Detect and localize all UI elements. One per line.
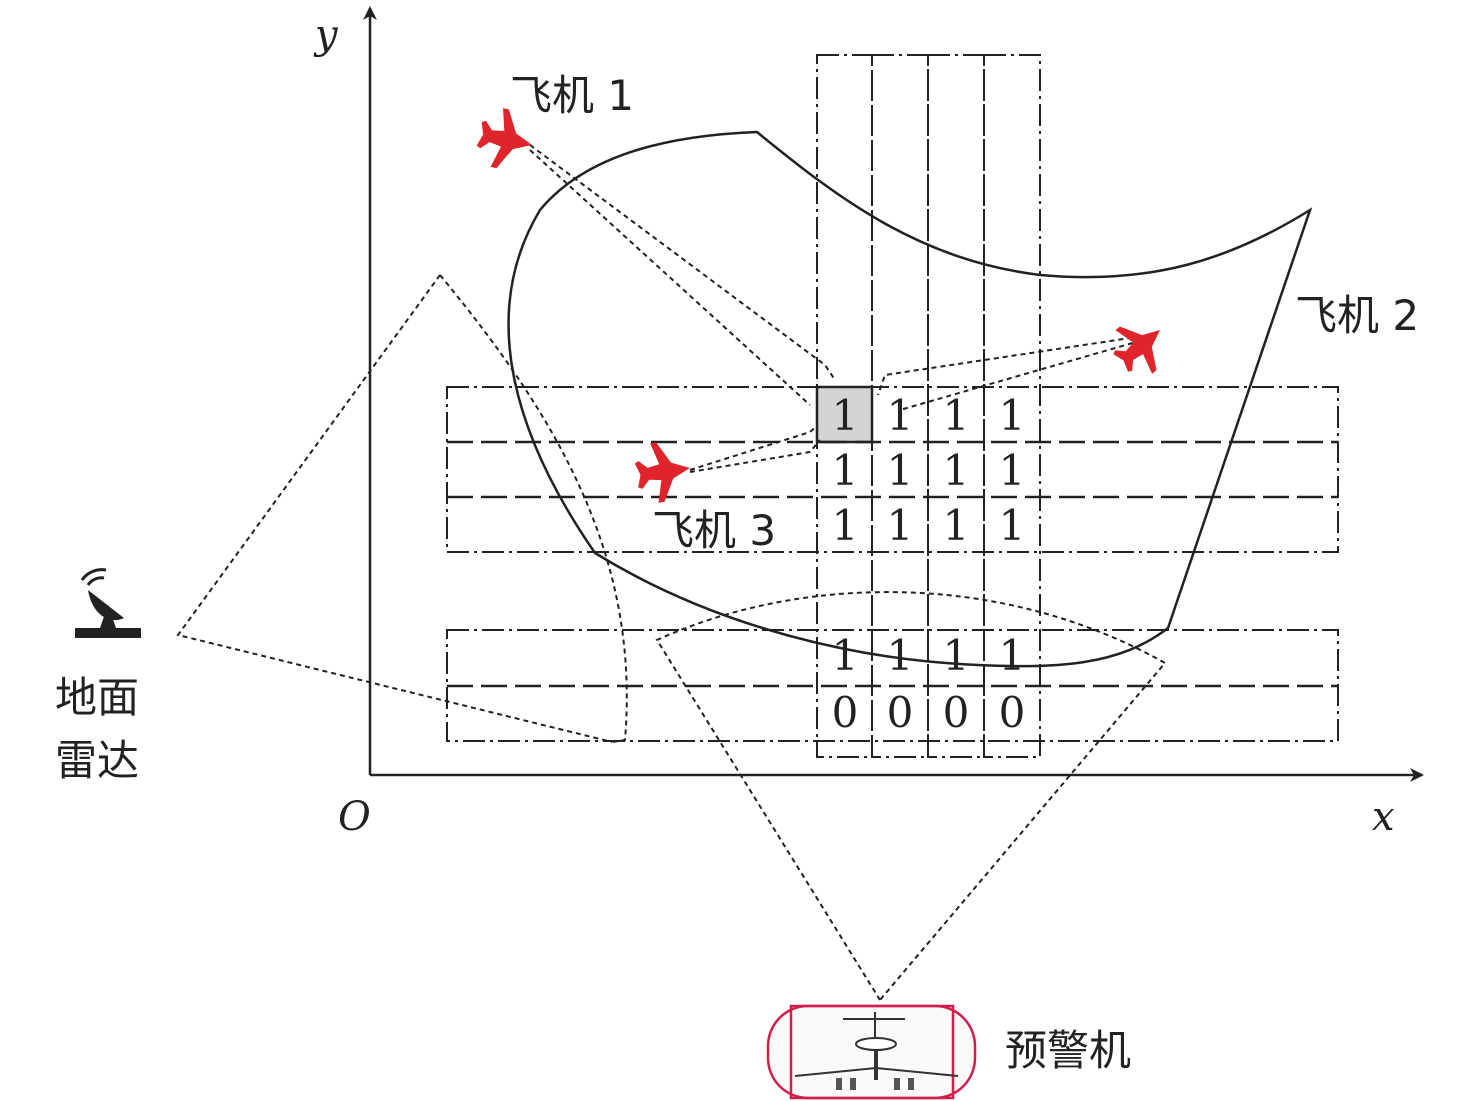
aircraft-2-icon bbox=[1102, 308, 1179, 385]
grid-columns bbox=[816, 54, 1041, 758]
grid-cell-value: 0 bbox=[999, 688, 1026, 737]
aircraft-3-icon bbox=[632, 438, 695, 506]
radar-dish-icon bbox=[75, 568, 141, 638]
grid-cell-value: 1 bbox=[887, 501, 914, 550]
awacs-coverage bbox=[655, 591, 1167, 1001]
ground-radar-coverage bbox=[176, 274, 628, 743]
aircraft-3-label: 飞机 3 bbox=[652, 506, 776, 555]
grid-cell-value: 1 bbox=[832, 391, 859, 440]
awacs-icon bbox=[766, 1004, 977, 1100]
awacs-label: 预警机 bbox=[1005, 1026, 1131, 1075]
grid-cell-value: 1 bbox=[832, 631, 859, 680]
x-axis-label: x bbox=[1372, 794, 1395, 840]
target-region-outline bbox=[507, 130, 1313, 668]
origin-label: O bbox=[338, 794, 371, 840]
grid-cell-value: 0 bbox=[943, 688, 970, 737]
grid-cell-value: 1 bbox=[832, 501, 859, 550]
grid-cell-value: 1 bbox=[887, 391, 914, 440]
grid-cell-value: 1 bbox=[943, 446, 970, 495]
aircraft-2-label: 飞机 2 bbox=[1295, 291, 1419, 340]
grid-cell-value: 1 bbox=[887, 446, 914, 495]
grid-rows bbox=[446, 386, 1339, 742]
grid-cell-value: 1 bbox=[999, 501, 1026, 550]
grid-cell-value: 1 bbox=[999, 446, 1026, 495]
grid-cell-value: 1 bbox=[832, 446, 859, 495]
grid-cell-value: 1 bbox=[943, 501, 970, 550]
y-axis-label: y bbox=[313, 12, 339, 58]
ground-radar-label-2: 雷达 bbox=[55, 736, 139, 785]
grid-cell-value: 1 bbox=[943, 391, 970, 440]
grid-cell-value: 1 bbox=[999, 391, 1026, 440]
grid-cell-value: 0 bbox=[832, 688, 859, 737]
ground-radar-label-1: 地面 bbox=[55, 673, 139, 722]
grid-cell-value: 1 bbox=[999, 631, 1026, 680]
grid-cell-value: 1 bbox=[887, 631, 914, 680]
grid-cell-value: 0 bbox=[887, 688, 914, 737]
grid-cell-value: 1 bbox=[943, 631, 970, 680]
aircraft-1-label: 飞机 1 bbox=[510, 71, 634, 120]
aircraft-links bbox=[529, 144, 1151, 473]
